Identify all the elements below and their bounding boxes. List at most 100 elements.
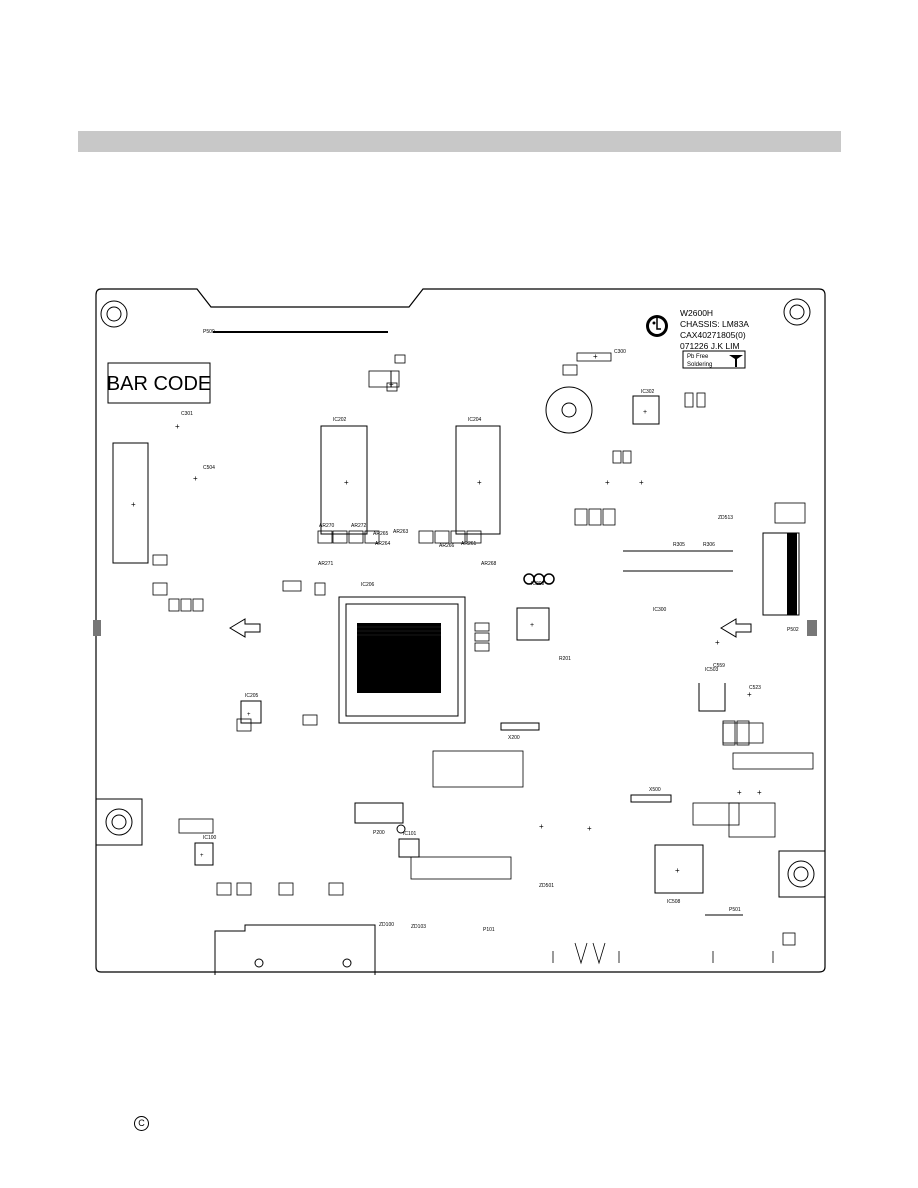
copyright-icon: C <box>134 1116 149 1131</box>
p200: P200 <box>354 802 406 836</box>
left-connector: + <box>112 442 149 564</box>
ic302: IC302 + <box>632 389 660 425</box>
ic203-cluster: IC203 + <box>516 573 555 641</box>
part-number: CAX40271805(0) <box>680 330 746 340</box>
svg-text:IC206: IC206 <box>361 582 375 588</box>
lg-logo-icon <box>646 315 668 337</box>
svg-text:IC100: IC100 <box>203 835 217 841</box>
svg-text:P500: P500 <box>203 329 215 335</box>
svg-text:C523: C523 <box>749 685 761 691</box>
chassis-label: CHASSIS: LM83A <box>680 319 749 329</box>
svg-text:+: + <box>200 853 204 859</box>
ic206-main-chip: IC206 <box>338 582 466 724</box>
svg-text:P502: P502 <box>787 627 799 633</box>
svg-text:ZD100: ZD100 <box>379 922 394 928</box>
svg-text:C301: C301 <box>181 411 193 417</box>
svg-text:ZD513: ZD513 <box>718 515 733 521</box>
mounting-hole-bottom-right <box>778 850 826 898</box>
svg-text:+: + <box>747 690 752 699</box>
svg-text:AR270: AR270 <box>319 523 335 529</box>
pcb-layout-diagram: P500 BAR CODE W2600H CHASSIS: LM83A CAX4… <box>93 288 826 975</box>
svg-text:R305: R305 <box>673 542 685 548</box>
board-outline <box>95 288 826 973</box>
ic101: IC101 <box>398 831 420 858</box>
svg-text:C559: C559 <box>713 663 725 669</box>
section-header-bar <box>78 131 841 152</box>
x200: X200 <box>500 722 540 741</box>
svg-text:IC508: IC508 <box>667 899 681 905</box>
svg-text:+: + <box>247 712 251 718</box>
ic100: IC100 + <box>194 835 217 866</box>
svg-text:X500: X500 <box>649 787 661 793</box>
svg-text:AR265: AR265 <box>373 531 389 537</box>
svg-text:R201: R201 <box>559 656 571 662</box>
date-code: 071226 J.K LIM <box>680 341 740 351</box>
svg-text:X200: X200 <box>508 735 520 741</box>
svg-text:AR261: AR261 <box>461 541 477 547</box>
svg-text:+: + <box>643 409 647 416</box>
svg-text:+: + <box>675 866 680 875</box>
svg-text:+: + <box>530 622 534 629</box>
svg-text:+: + <box>757 788 762 797</box>
p101: P101 <box>483 927 495 933</box>
bottom-connector <box>214 924 376 975</box>
x500: X500 <box>630 787 672 803</box>
p502-connector: P502 <box>762 532 800 633</box>
svg-text:+: + <box>639 478 644 487</box>
svg-text:ZD103: ZD103 <box>411 924 426 930</box>
svg-text:IC300: IC300 <box>653 607 667 613</box>
svg-text:+: + <box>389 380 394 389</box>
ic508: + IC508 <box>654 844 704 905</box>
mounting-hole-top-right <box>783 298 811 326</box>
svg-text:ZD501: ZD501 <box>539 883 554 889</box>
svg-text:+: + <box>587 824 592 833</box>
svg-text:AR266: AR266 <box>439 543 455 549</box>
svg-text:AR264: AR264 <box>375 541 391 547</box>
svg-text:AR271: AR271 <box>318 561 334 567</box>
svg-text:+: + <box>605 478 610 487</box>
svg-text:R306: R306 <box>703 542 715 548</box>
smd-components <box>152 352 814 946</box>
arrow-left-icon <box>229 618 261 638</box>
buzzer-component <box>545 386 593 434</box>
svg-text:+: + <box>593 352 598 361</box>
svg-text:IC204: IC204 <box>468 417 482 423</box>
mounting-hole-bottom-left <box>95 798 143 846</box>
svg-text:IC101: IC101 <box>403 831 417 837</box>
svg-text:P200: P200 <box>373 830 385 836</box>
svg-text:P101: P101 <box>483 927 495 933</box>
pb-free-box <box>682 350 746 369</box>
svg-text:AR263: AR263 <box>393 529 409 535</box>
capacitor-polarity-marks: + + + + + + + + + + + + <box>175 352 762 833</box>
svg-text:Soldering: Soldering <box>687 362 712 368</box>
edge-notch-left <box>93 620 101 636</box>
svg-text:IC503: IC503 <box>705 667 719 673</box>
svg-text:Pb Free: Pb Free <box>687 354 709 360</box>
svg-text:AR268: AR268 <box>481 561 497 567</box>
bar-code-box <box>107 362 211 404</box>
svg-text:IC202: IC202 <box>333 417 347 423</box>
svg-text:+: + <box>175 422 180 431</box>
svg-text:IC205: IC205 <box>245 693 259 699</box>
arrow-left-icon-right <box>720 618 752 638</box>
svg-text:+: + <box>737 788 742 797</box>
mounting-hole-top-left <box>100 300 128 328</box>
svg-text:C504: C504 <box>203 465 215 471</box>
svg-text:AR272: AR272 <box>351 523 367 529</box>
bar-code-label: BAR CODE <box>107 373 211 395</box>
model-number: W2600H <box>680 308 713 318</box>
ic503: IC503 <box>698 667 726 712</box>
svg-text:+: + <box>715 638 720 647</box>
svg-text:C300: C300 <box>614 349 626 355</box>
ic205: IC205 + <box>240 693 262 724</box>
svg-text:IC302: IC302 <box>641 389 655 395</box>
svg-text:+: + <box>131 500 136 509</box>
edge-notch-right <box>807 620 817 636</box>
svg-text:P501: P501 <box>729 907 741 913</box>
ic204: IC204 + <box>455 417 501 535</box>
svg-text:+: + <box>344 478 349 487</box>
svg-text:+: + <box>539 822 544 831</box>
ic202: IC202 + <box>320 417 368 535</box>
edge-ticks <box>552 942 774 965</box>
svg-text:+: + <box>477 478 482 487</box>
